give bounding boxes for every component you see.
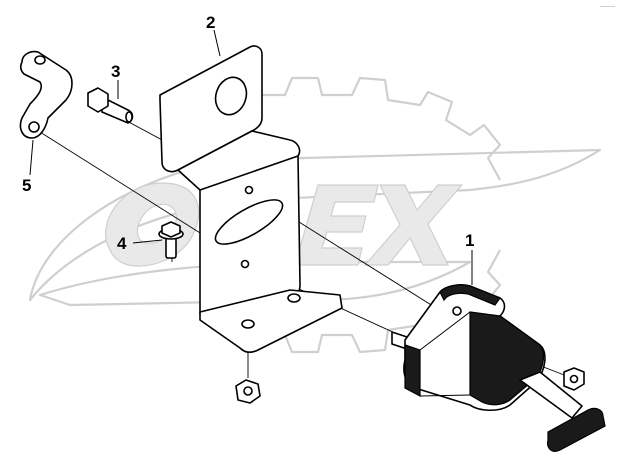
switch-housing-shade-top [439, 284, 501, 306]
nut-bottom-hole [243, 386, 253, 396]
bolt-part-3 [87, 87, 134, 124]
bracket-foot-hole-right [287, 293, 301, 303]
clip-hole-top [34, 55, 46, 65]
switch-part-1 [391, 284, 606, 452]
clip-body [19, 50, 73, 139]
switch-housing-shade-front [404, 344, 421, 397]
switch-nut-hole [569, 374, 579, 384]
callout-number-2: 2 [206, 13, 215, 32]
callout-number-1: 1 [465, 231, 474, 250]
switch-t-handle [547, 407, 606, 452]
callout-number-3: 3 [111, 62, 120, 81]
bracket-foot [199, 289, 343, 353]
bracket-small-hole-mid [240, 259, 250, 269]
bolt-3-tip [125, 111, 133, 123]
switch-housing-shade-side [469, 311, 545, 406]
clip-hole-bottom [28, 121, 40, 133]
callout-leaders [29, 29, 473, 285]
corner-mark: ——— [600, 4, 615, 10]
bracket-slot [214, 199, 284, 245]
nut-bottom [235, 379, 261, 404]
clip-part-5 [19, 50, 73, 139]
bracket-large-hole [214, 76, 248, 116]
switch-shaft [519, 371, 583, 419]
bracket-small-hole-top [244, 185, 254, 195]
bolt-3-head [87, 87, 109, 113]
callout-number-4: 4 [117, 234, 127, 253]
screw-4-head [161, 221, 181, 238]
bracket-part-2 [159, 45, 343, 353]
bracket-foot-hole-left [241, 319, 255, 329]
switch-mount-hole [452, 306, 462, 316]
callout-number-5: 5 [22, 176, 31, 195]
screw-part-4 [158, 221, 184, 259]
